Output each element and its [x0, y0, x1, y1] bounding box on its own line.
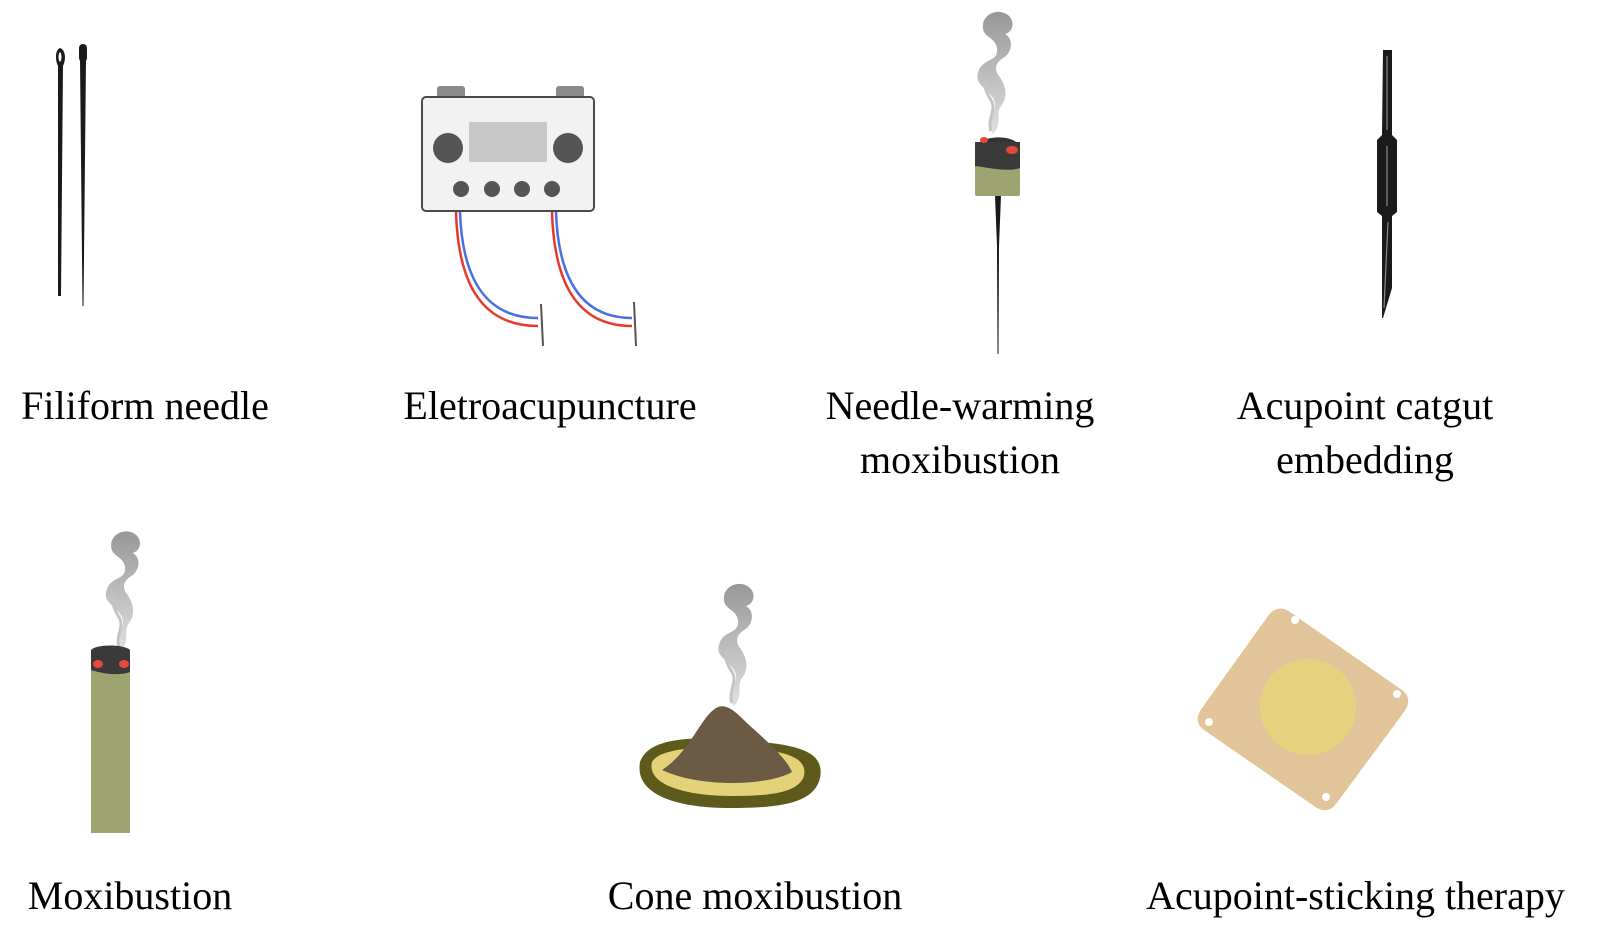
needle-warming-moxibustion-icon [975, 10, 1020, 354]
label-cone-moxibustion: Cone moxibustion [607, 873, 903, 918]
moxa-stick-icon [91, 529, 142, 833]
electroacupuncture-device-icon [421, 86, 637, 347]
label-electroacupuncture: Eletroacupuncture [403, 383, 697, 428]
label-acupoint-catgut-embedding: Acupoint catgut embedding [1236, 383, 1494, 482]
catgut-embedding-needle-icon [1377, 50, 1397, 318]
label-needle-warming-moxibustion: Needle-warming moxibustion [825, 383, 1095, 482]
acupoint-patch-icon [1197, 608, 1409, 811]
moxa-cone-icon [639, 582, 821, 808]
label-acupoint-sticking-therapy: Acupoint-sticking therapy [1146, 873, 1565, 918]
label-moxibustion: Moxibustion [27, 873, 233, 918]
label-filiform-needle: Filiform needle [21, 383, 269, 428]
filiform-needle-icon [55, 44, 87, 306]
